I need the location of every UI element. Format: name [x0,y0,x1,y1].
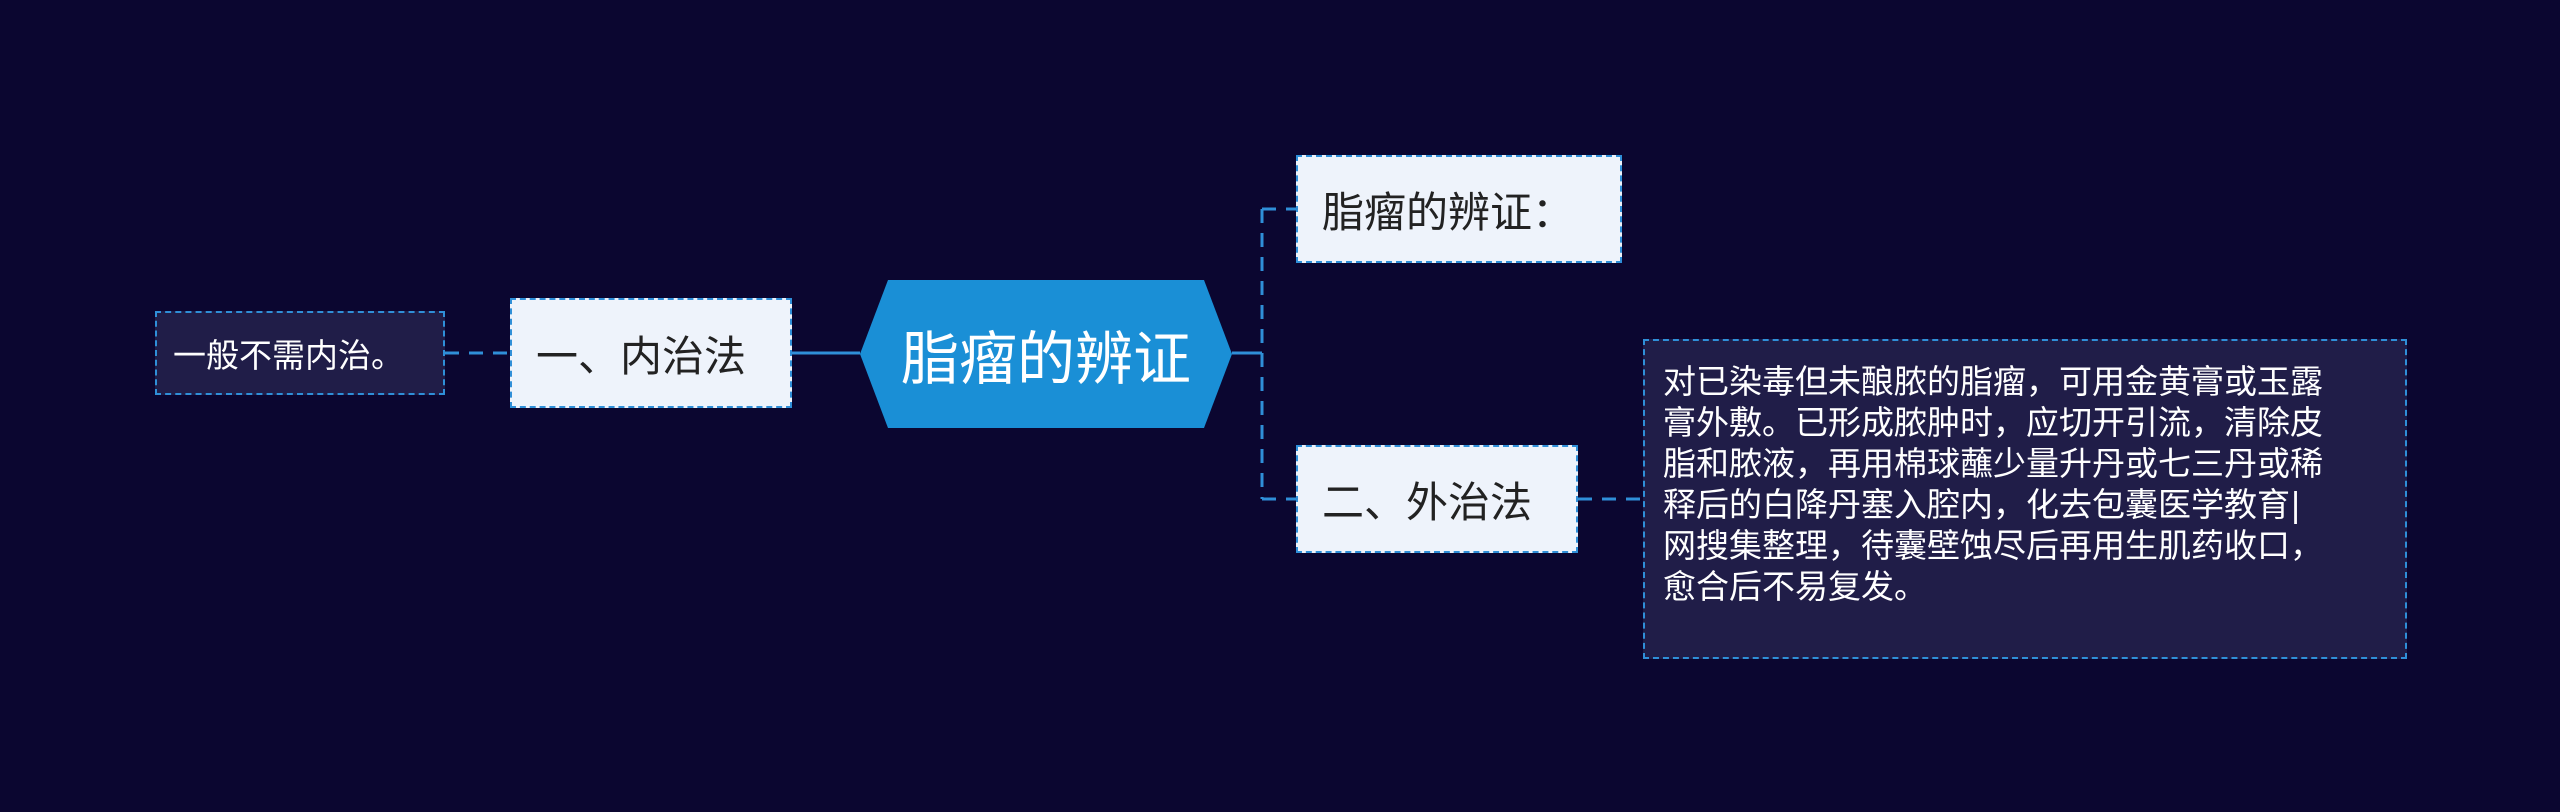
inner-treatment-node[interactable]: 一、内治法 [510,298,792,408]
root-label: 脂瘤的辨证 [900,325,1191,393]
outer-treatment-note[interactable]: 对已染毒但未酿脓的脂瘤，可用金黄膏或玉露 膏外敷。已形成脓肿时，应切开引流，清除… [1643,339,2407,659]
inner-treatment-label: 一、内治法 [536,331,747,381]
note-line: 脂和脓液，再用棉球蘸少量升丹或七三丹或稀 [1663,444,2323,483]
inner-treatment-note[interactable]: 一般不需内治。 [155,311,445,395]
inner-treatment-note-text: 一般不需内治。 [173,336,404,375]
note-line: 愈合后不易复发。 [1663,567,1927,606]
note-line: 网搜集整理，待囊壁蚀尽后再用生肌药收口， [1663,526,2323,565]
root-hexagon-shape [860,280,1232,428]
title-branch-node[interactable]: 脂瘤的辨证： [1296,155,1622,263]
note-line: 对已染毒但未酿脓的脂瘤，可用金黄膏或玉露 [1663,362,2323,401]
outer-treatment-note-text: 对已染毒但未酿脓的脂瘤，可用金黄膏或玉露 膏外敷。已形成脓肿时，应切开引流，清除… [1663,361,2323,607]
note-line: 释后的白降丹塞入腔内，化去包囊医学教育| [1663,485,2302,524]
note-line: 膏外敷。已形成脓肿时，应切开引流，清除皮 [1663,403,2323,442]
root-node[interactable]: 脂瘤的辨证 [860,280,1232,428]
title-branch-label: 脂瘤的辨证： [1322,187,1575,237]
outer-treatment-label: 二、外治法 [1322,477,1533,527]
outer-treatment-node[interactable]: 二、外治法 [1296,445,1578,553]
